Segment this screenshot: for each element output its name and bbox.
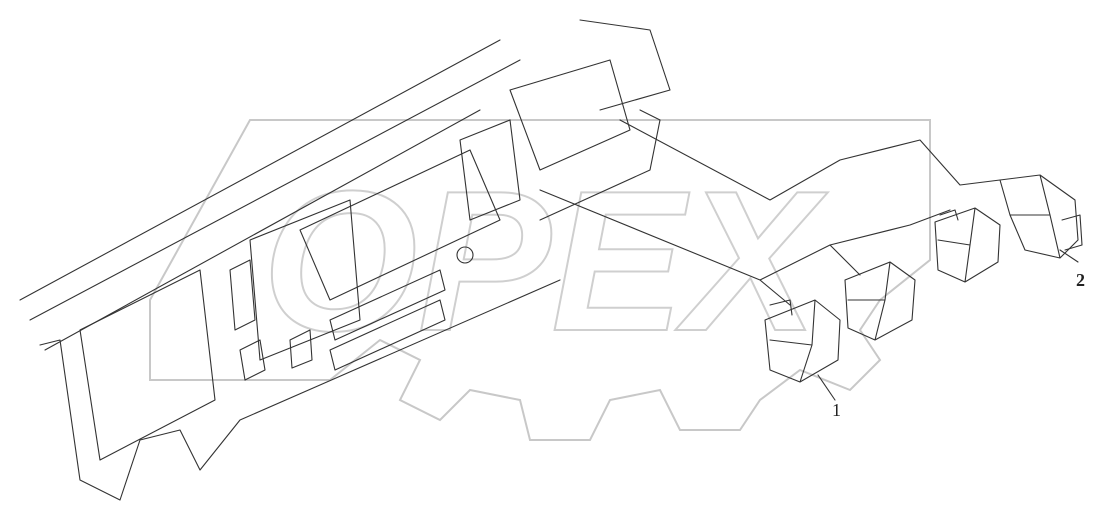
leader-line-1 (817, 374, 836, 401)
watermark-text: OPEX (262, 150, 828, 373)
callout-2: 2 (1076, 270, 1085, 290)
leader-line-2 (1059, 249, 1079, 263)
relay-3 (934, 207, 1001, 283)
watermark-logo: OPEX (149, 119, 931, 441)
relay-block (999, 174, 1083, 259)
relay-1 (764, 299, 841, 383)
wiring-harness (539, 119, 1001, 306)
relay-2 (844, 261, 916, 341)
callout-1: 1 (832, 400, 841, 420)
dashboard-panel (19, 19, 671, 501)
